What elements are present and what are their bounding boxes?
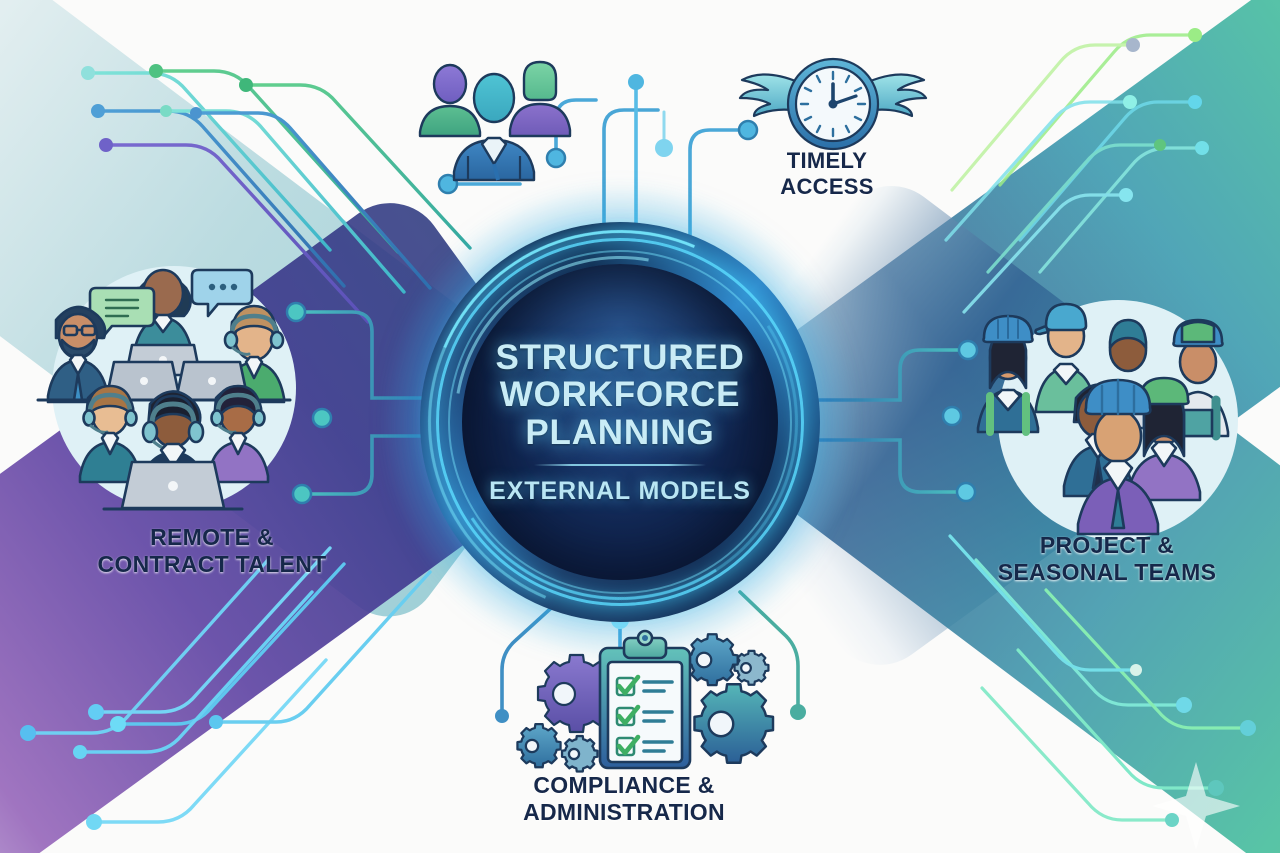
winged-clock-icon [738, 48, 928, 170]
sparkle-icon [1152, 762, 1240, 850]
node-label-project-seasonal-teams: PROJECT & SEASONAL TEAMS [997, 532, 1217, 586]
connector-lines [294, 80, 970, 718]
people-group-icon [408, 52, 584, 184]
hub-divider [534, 464, 706, 467]
remote-workers-with-laptops-icon [28, 248, 316, 516]
node-label-remote-contract-talent: REMOTE & CONTRACT TALENT [97, 524, 327, 578]
connector-endpoint [285, 74, 979, 723]
node-label-timely-access: TIMELY ACCESS [780, 148, 874, 199]
circuit-dot [81, 64, 253, 152]
central-hub: STRUCTURED WORKFORCE PLANNING EXTERNAL M… [370, 172, 870, 672]
clipboard-checklist-gears-icon [516, 628, 775, 773]
hub-accent-ring [448, 250, 792, 594]
hard-hat-workforce-icon [968, 280, 1260, 540]
hub-subtitle: EXTERNAL MODELS [489, 477, 751, 506]
hub-inner-ring [436, 238, 804, 606]
node-label-compliance-administration: COMPLIANCE & ADMINISTRATION [523, 772, 725, 826]
hub-core: STRUCTURED WORKFORCE PLANNING EXTERNAL M… [462, 264, 778, 580]
hub-title: STRUCTURED WORKFORCE PLANNING [495, 337, 745, 452]
